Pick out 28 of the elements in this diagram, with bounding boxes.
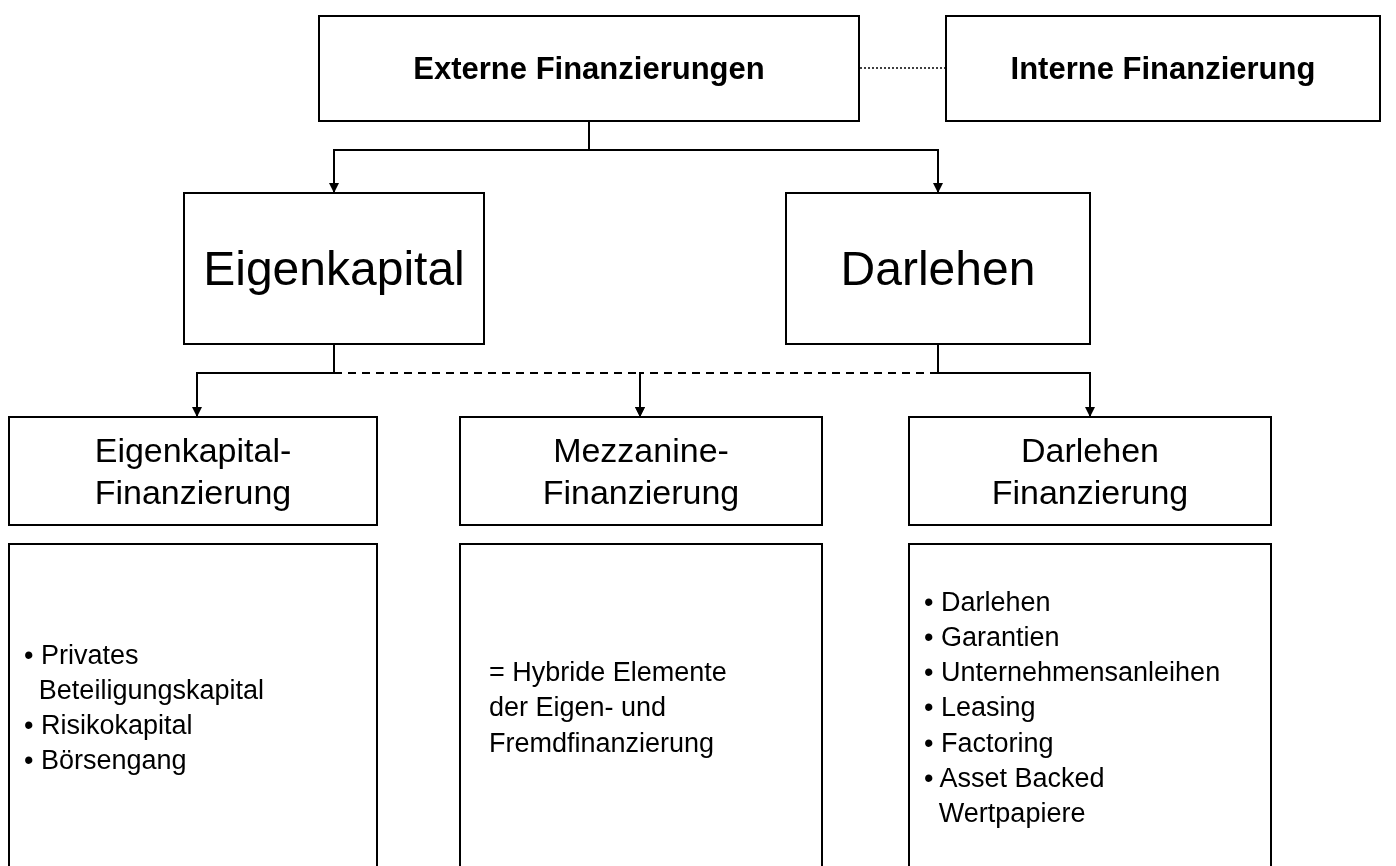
box-label: Interne Finanzierung <box>1010 50 1316 87</box>
list-item: • Leasing <box>924 691 1036 725</box>
title-box <box>945 15 1381 122</box>
box-label: Eigenkapital- Finanzierung <box>93 429 293 513</box>
box-label: Darlehen Finanzierung <box>990 429 1190 513</box>
list-item: • Privates Beteiligungskapital <box>24 638 265 707</box>
description-text: = Hybride Elemente der Eigen- und Fremdfinanzierung <box>489 656 728 760</box>
list-item: • Unternehmensanleihen <box>924 656 1221 690</box>
description-box <box>459 543 823 866</box>
category-box <box>908 416 1272 526</box>
list-item: • Asset Backed Wertpapiere <box>924 761 1106 830</box>
list-box <box>8 543 378 866</box>
category-box <box>8 416 378 526</box>
box-label: Eigenkapital <box>203 241 465 296</box>
list-item: • Factoring <box>924 726 1054 760</box>
category-box <box>459 416 823 526</box>
list-box <box>908 543 1272 866</box>
list-item: • Risikokapital <box>24 709 193 742</box>
box-label: Darlehen <box>840 241 1036 296</box>
category-box <box>785 192 1091 345</box>
list-item: • Darlehen <box>924 586 1051 620</box>
list-item: • Garantien <box>924 621 1060 655</box>
title-box <box>318 15 860 122</box>
box-label: Externe Finanzierungen <box>413 50 765 87</box>
connector-arrow <box>937 344 1095 417</box>
category-box <box>183 192 485 345</box>
list-item: • Börsengang <box>24 744 187 778</box>
box-label: Mezzanine- Finanzierung <box>541 429 741 513</box>
